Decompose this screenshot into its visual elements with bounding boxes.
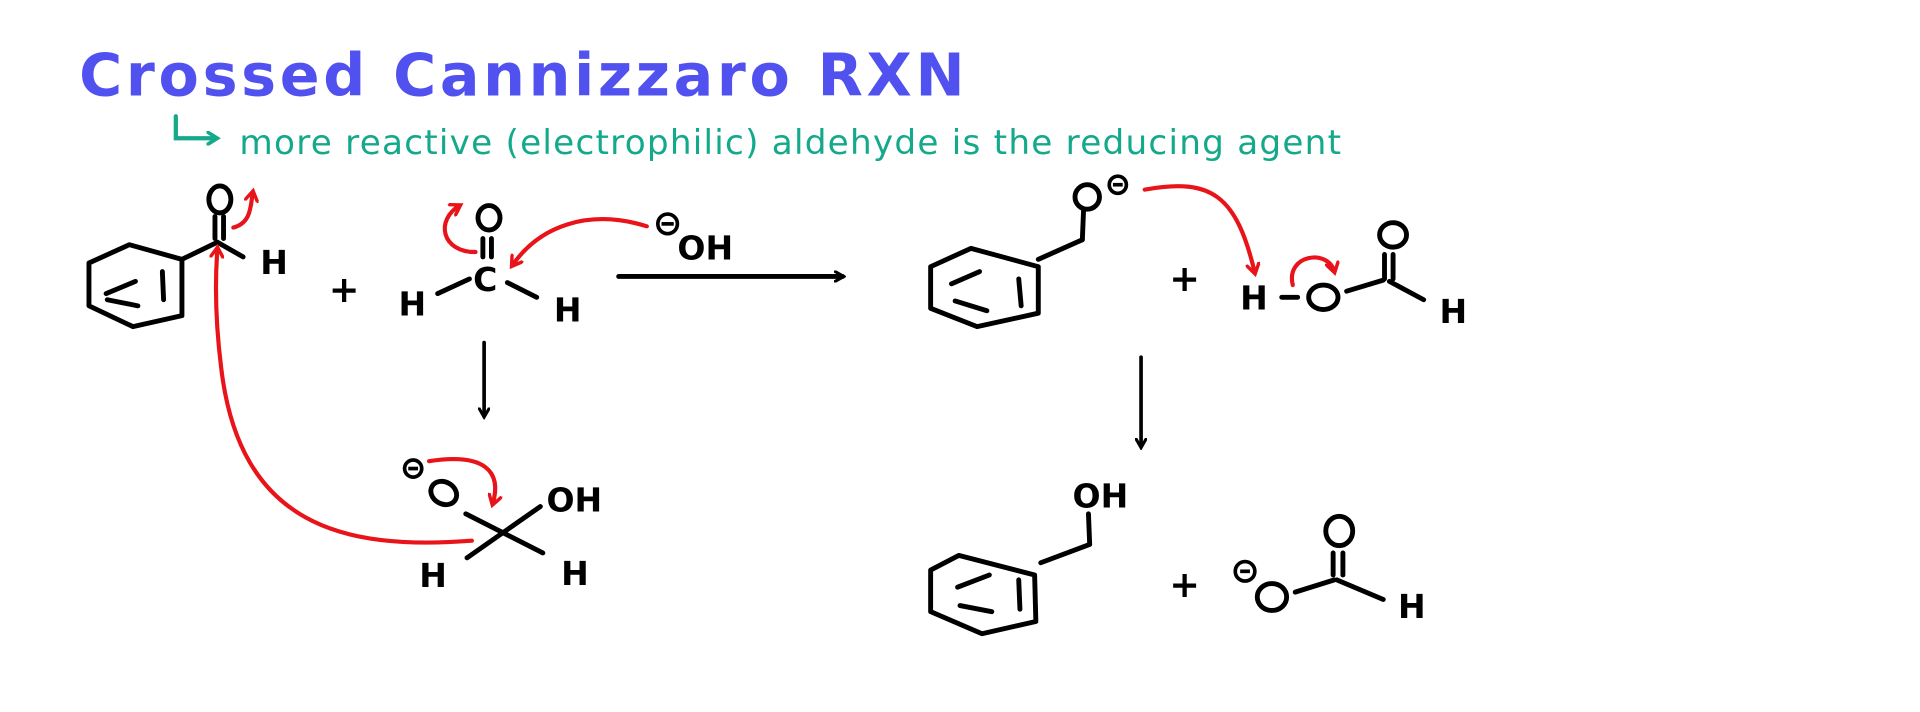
formic-acid-h-right: H	[1440, 292, 1468, 331]
benzaldehyde: H	[86, 183, 288, 330]
curved-arrow-benzaldehyde-co	[231, 192, 253, 230]
benzyl-alcohol: OH	[928, 477, 1129, 637]
benzaldehyde-h: H	[260, 243, 288, 282]
tetrahedral-intermediate: OH H H	[402, 458, 603, 595]
formaldehyde-c: C	[473, 260, 497, 299]
page-title: Crossed Cannizzaro RXN	[79, 40, 968, 109]
formate-h: H	[1398, 587, 1426, 626]
curved-arrow-formaldehyde-co	[442, 206, 478, 255]
intermediate-h-left: H	[419, 556, 447, 595]
formaldehyde-h-right: H	[554, 291, 582, 330]
intermediate-h-right: H	[561, 554, 589, 593]
formaldehyde-h-left: H	[398, 285, 426, 324]
formic-acid-h: H	[1240, 279, 1268, 318]
curved-arrow-oh-bond	[1289, 255, 1334, 288]
curved-arrow-hydroxide-attack	[512, 217, 649, 265]
hydroxide-reagent: OH	[655, 212, 733, 267]
curved-arrow-alkoxide-reform	[426, 457, 495, 504]
plus-sign-reactants: +	[329, 268, 360, 311]
plus-sign-intermediate: +	[1169, 257, 1200, 300]
formaldehyde: C H H	[398, 203, 582, 330]
formate-anion: H	[1233, 513, 1426, 626]
curved-arrow-hydride-transfer	[216, 248, 474, 545]
subtitle-arrow-icon	[173, 114, 216, 138]
benzyl-alcohol-oh: OH	[1073, 477, 1129, 516]
intermediate-oh: OH	[547, 480, 603, 519]
hydroxide-label: OH	[677, 228, 733, 267]
formic-acid: H H	[1240, 220, 1468, 331]
plus-sign-products: +	[1169, 563, 1200, 606]
benzyl-alkoxide	[928, 174, 1129, 330]
subtitle: more reactive (electrophilic) aldehyde i…	[239, 123, 1342, 163]
curved-arrow-proton-transfer	[1142, 184, 1255, 273]
